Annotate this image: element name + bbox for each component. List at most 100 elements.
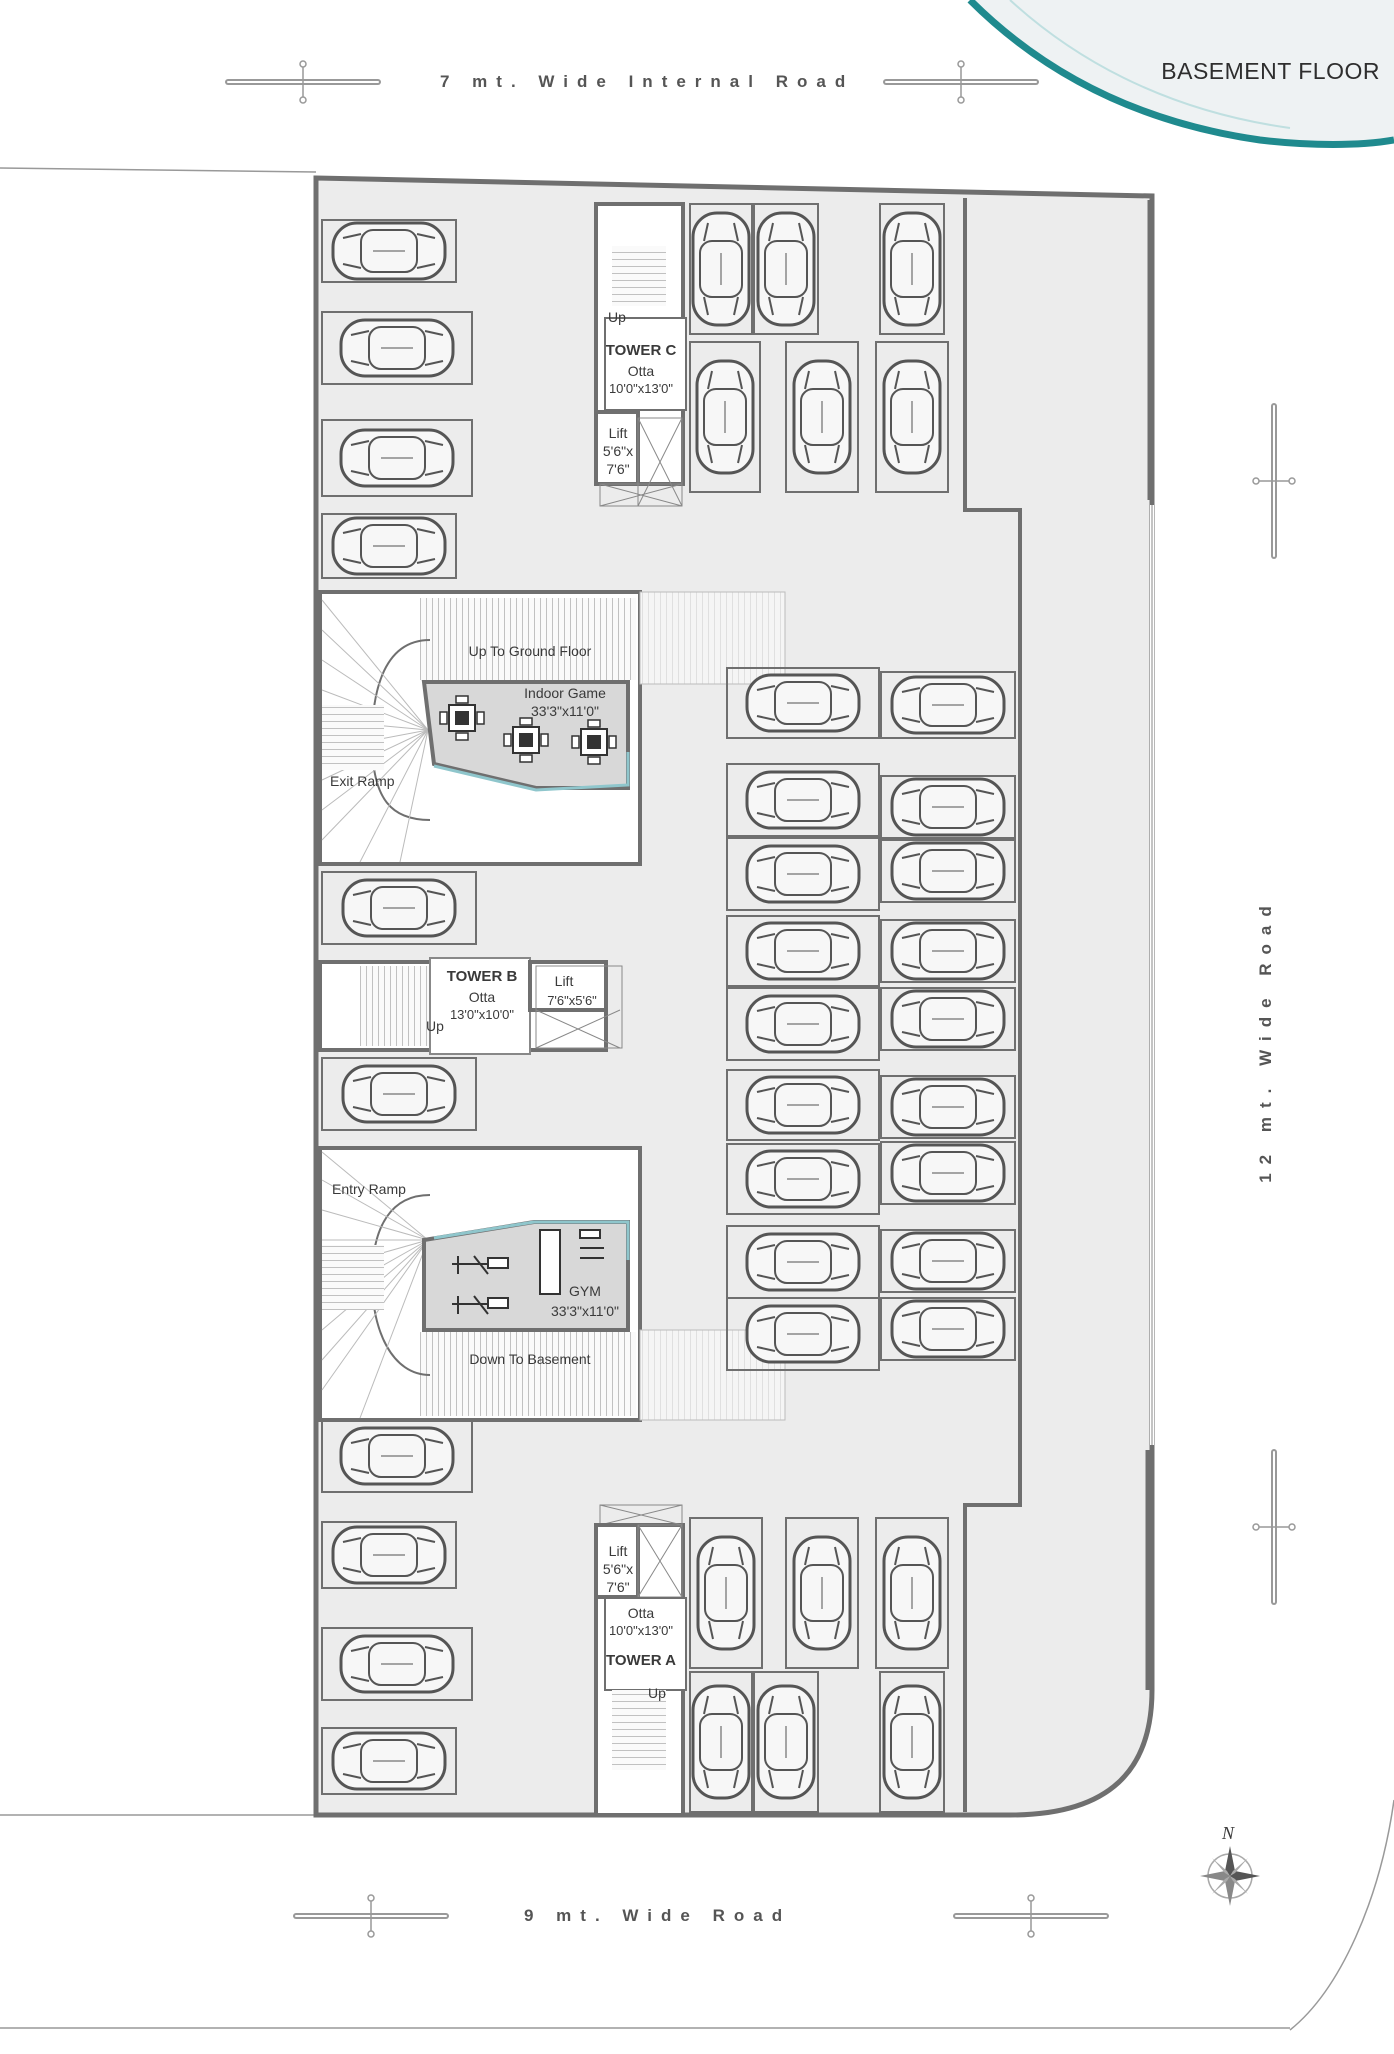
parking-bay [689, 1671, 753, 1813]
car-icon [882, 1684, 942, 1800]
tower-c-name: TOWER C [605, 342, 677, 359]
car-icon [890, 1143, 1006, 1203]
car-icon [745, 770, 861, 830]
parking-bay [321, 1057, 477, 1131]
parking-bay [726, 987, 880, 1061]
tower-c-otta-label: Otta [627, 363, 655, 379]
parking-bay [880, 987, 1016, 1051]
car-icon [331, 221, 447, 281]
car-icon [756, 1684, 816, 1800]
tower-a-otta-label: Otta [627, 1605, 655, 1621]
parking-bay [785, 341, 859, 493]
parking-bay [726, 837, 880, 911]
parking-bay [880, 671, 1016, 739]
parking-bay [321, 1521, 457, 1589]
tower-c-lift-label: Lift [608, 425, 628, 441]
tower-a-lift-label: Lift [608, 1543, 628, 1559]
car-icon [745, 1232, 861, 1292]
parking-bay [879, 203, 945, 335]
tower-c-up-label: Up [608, 309, 626, 325]
car-icon [882, 359, 942, 475]
parking-bay [785, 1517, 859, 1669]
car-icon [341, 1064, 457, 1124]
parking-bay [753, 203, 819, 335]
compass-rose-icon [1200, 1846, 1260, 1906]
car-icon [339, 1634, 455, 1694]
header-swoosh [967, 0, 1394, 148]
up-to-ground-floor-label: Up To Ground Floor [468, 643, 592, 659]
parking-bay [321, 871, 477, 945]
car-icon [882, 1535, 942, 1651]
road-label-right: 12 mt. Wide Road [1256, 897, 1275, 1183]
parking-bay [726, 1069, 880, 1141]
car-icon [695, 359, 755, 475]
indoor-game-label: Indoor Game [524, 685, 606, 701]
parking-bay [689, 341, 761, 493]
tower-b-lift-size: 7'6"x5'6" [547, 993, 597, 1008]
exit-ramp-label: Exit Ramp [330, 773, 395, 789]
tower-b-name: TOWER B [446, 968, 518, 985]
parking-bay [726, 667, 880, 739]
down-to-basement-label: Down To Basement [469, 1351, 591, 1367]
parking-bay [726, 1143, 880, 1215]
car-icon [339, 1426, 455, 1486]
parking-bay [875, 1517, 949, 1669]
parking-bay [880, 919, 1016, 983]
tower-b-lift-label: Lift [554, 973, 574, 989]
parking-bay [321, 1627, 473, 1701]
car-icon [890, 777, 1006, 837]
page-title: BASEMENT FLOOR [1161, 58, 1380, 84]
car-icon [745, 1075, 861, 1135]
car-icon [890, 1077, 1006, 1137]
parking-bay [689, 1517, 763, 1669]
car-icon [331, 1731, 447, 1791]
car-icon [331, 516, 447, 576]
car-icon [882, 211, 942, 327]
car-icon [890, 841, 1006, 901]
indoor-game-size: 33'3"x11'0" [531, 703, 599, 719]
parking-bay [880, 1297, 1016, 1361]
car-icon [339, 318, 455, 378]
car-icon [890, 989, 1006, 1049]
car-icon [745, 1149, 861, 1209]
parking-bay [879, 1671, 945, 1813]
parking-bay [880, 775, 1016, 839]
tower-c-lift-size-2: 7'6" [606, 461, 630, 477]
car-icon [341, 878, 457, 938]
parking-bay [726, 915, 880, 987]
car-icon [331, 1525, 447, 1585]
parking-bay [880, 1141, 1016, 1205]
parking-bay [321, 219, 457, 283]
parking-bay [753, 1671, 819, 1813]
parking-bay [726, 1297, 880, 1371]
tower-b-otta-size: 13'0"x10'0" [449, 1007, 515, 1022]
road-label-bottom: 9 mt. Wide Road [524, 1906, 792, 1925]
tower-b-up-label: Up [426, 1018, 444, 1034]
car-icon [691, 211, 751, 327]
tower-c-lift-size-1: 5'6"x [602, 443, 634, 459]
parking-bay [880, 839, 1016, 903]
gym-size: 33'3"x11'0" [551, 1303, 619, 1319]
parking-bay [689, 203, 753, 335]
parking-bay [321, 1419, 473, 1493]
car-icon [745, 673, 861, 733]
tower-b-otta-label: Otta [468, 989, 496, 1005]
parking-bay [880, 1075, 1016, 1139]
parking-bay [321, 1727, 457, 1795]
parking-bay [321, 513, 457, 579]
gym-equipment-icon [452, 1229, 604, 1315]
car-icon [792, 359, 852, 475]
car-icon [691, 1684, 751, 1800]
road-label-top: 7 mt. Wide Internal Road [440, 72, 855, 91]
car-icon [745, 994, 861, 1054]
tower-a-lift-size-1: 5'6"x [602, 1561, 634, 1577]
tower-a-lift-size-2: 7'6" [606, 1579, 630, 1595]
tower-a-name: TOWER A [606, 1652, 676, 1669]
car-icon [339, 428, 455, 488]
tower-a-otta-size: 10'0"x13'0" [608, 1623, 674, 1638]
parking-bay [321, 311, 473, 385]
parking-bay [880, 1229, 1016, 1293]
car-icon [745, 1304, 861, 1364]
car-icon [792, 1535, 852, 1651]
